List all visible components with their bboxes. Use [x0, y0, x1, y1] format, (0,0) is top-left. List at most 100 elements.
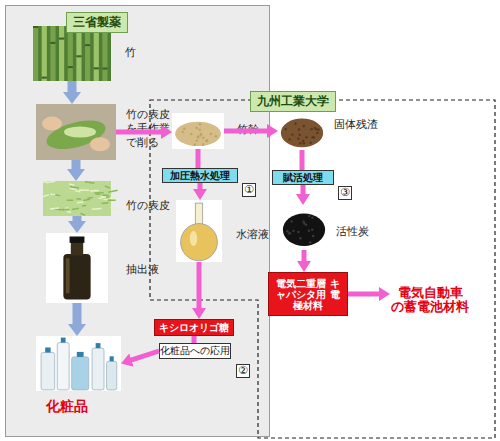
bamboo-joint [102, 68, 107, 70]
skin-shaving [76, 198, 81, 200]
skin-shaving [63, 209, 69, 211]
flow-arrow [348, 292, 381, 297]
grain-dot [298, 128, 300, 130]
skin-shaving [92, 208, 102, 210]
grain-dot [303, 142, 305, 144]
photo-node: 竹の表皮 を手作業 で削る [36, 104, 116, 160]
skin-shaving [111, 207, 118, 209]
organization-tag: 九州工業大学 [250, 91, 336, 112]
dashed-border [150, 100, 495, 438]
grain-dot [289, 232, 291, 234]
cosmetic-bottle [107, 361, 117, 390]
company-panel: 三省製薬竹竹の表皮 を手作業 で削る竹の表皮抽出液キシロオリゴ糖化粧品への応用化… [5, 5, 270, 437]
powder-pile [175, 122, 221, 146]
bamboo-joint [50, 42, 55, 44]
bamboo-stalk [85, 26, 90, 81]
photo-node: 竹 [33, 26, 111, 81]
skin-shaving [87, 197, 92, 199]
skin-shaving [46, 181, 55, 183]
grain-dot [205, 140, 207, 142]
bamboo-stalk [76, 26, 81, 81]
skin-shaving [72, 208, 79, 209]
photo-background [278, 112, 326, 150]
photo-caption: 水溶液 [236, 228, 286, 242]
bamboo-joint [68, 66, 73, 68]
grain-dot [294, 122, 296, 124]
hand [90, 137, 110, 151]
photo-background [43, 181, 111, 216]
residue-pile [281, 118, 323, 147]
bottle-highlight [66, 258, 70, 293]
grain-dot [291, 133, 293, 135]
bottle-cap [77, 352, 84, 357]
bamboo-stalk [42, 26, 47, 81]
photo-illustration [280, 205, 328, 250]
box-label: キシロオリゴ糖 [159, 321, 229, 335]
flask-highlight [190, 231, 197, 246]
skin-shaving [70, 187, 79, 188]
photo-caption: 活性炭 [336, 225, 386, 239]
callout-number: ③ [338, 186, 352, 200]
photo-illustration [43, 181, 111, 216]
photo-illustration [36, 336, 121, 391]
skin-shaving [43, 195, 49, 197]
photo-background [36, 104, 116, 160]
grain-dot [299, 237, 301, 239]
skin-shaving [43, 181, 47, 183]
skin-shaving [108, 199, 116, 201]
grain-dot [302, 220, 304, 222]
organization-tag: 三省製薬 [66, 12, 128, 33]
skin-shaving [67, 211, 71, 213]
skin-shaving [111, 207, 118, 209]
photo-caption: 化粧品 [46, 398, 116, 416]
skin-shaving [99, 197, 106, 198]
grain-dot [292, 230, 294, 232]
skin-shaving [90, 190, 99, 192]
flask-neck [195, 203, 202, 225]
photo-illustration [36, 104, 116, 160]
flow-arrow [302, 250, 307, 263]
bamboo-joint [94, 67, 99, 69]
box-label: 賦活処理 [283, 171, 323, 185]
grain-dot [206, 139, 208, 141]
photo-node: 竹幹 [172, 113, 224, 149]
bamboo-joint [42, 77, 47, 79]
photo-node: 活性炭 [280, 205, 328, 250]
grain-dot [199, 129, 201, 131]
grain-dot [308, 215, 310, 217]
cosmetic-bottle [72, 357, 89, 390]
photo-node: 抽出液 [46, 233, 108, 303]
photo-illustration [172, 113, 224, 149]
application-box: 化粧品への応用 [159, 343, 231, 359]
bamboo-stalk [94, 26, 99, 81]
grain-dot [312, 235, 314, 237]
skin-shaving [79, 189, 89, 191]
grain-dot [199, 123, 201, 125]
box-label: 化粧品への応用 [160, 345, 230, 358]
box-label: 加圧熱水処理 [170, 169, 230, 183]
grain-dot [183, 128, 185, 130]
photo-caption: 竹幹 [237, 123, 277, 137]
photo-node: 固体残渣 [278, 112, 326, 150]
grain-dot [195, 127, 197, 129]
region-outline [150, 100, 495, 438]
skin-shaving [77, 201, 84, 203]
grain-dot [299, 134, 301, 136]
bamboo-stalk [59, 26, 64, 81]
cosmetic-bottle [57, 343, 69, 390]
photo-caption: 竹 [125, 46, 155, 60]
bottle-cap [45, 348, 50, 353]
bamboo-stalk [68, 26, 73, 81]
bottle-cap [61, 338, 66, 343]
photo-background [33, 26, 111, 81]
grain-dot [302, 140, 304, 142]
grain-dot [200, 133, 202, 135]
skin-shaving [50, 194, 55, 196]
callout-number: ② [236, 364, 250, 378]
skin-shaving [82, 205, 86, 207]
grain-dot [297, 138, 299, 140]
hand [42, 117, 62, 131]
grain-dot [305, 136, 307, 138]
grain-dot [309, 241, 311, 243]
